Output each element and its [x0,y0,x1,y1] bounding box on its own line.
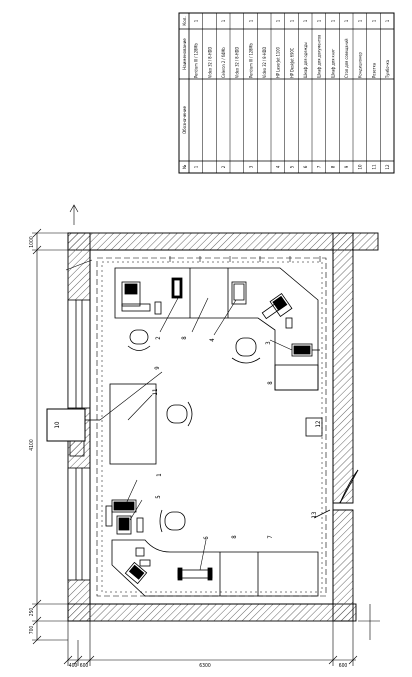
cable-route [96,257,327,597]
item-label-6: 6 [203,536,210,540]
item-label-7: 7 [267,535,274,538]
table-cell-name: Стол для совещаний [344,38,349,78]
table-cell-name: Celeron 2 / 64Mb [221,47,226,78]
item-label-1: 1 [156,473,163,476]
nightstand-12 [305,417,323,437]
table-cell-num: 1 [194,165,200,168]
table-cell-name: Шкаф для документов [317,35,322,78]
table-cell-num: 3 [248,165,254,168]
dimension-lines [32,204,380,666]
table-cell-qty: 1 [303,19,309,22]
workstation-top-left [121,277,183,351]
item-label-12: 12 [315,421,322,428]
workstation-top-right [261,293,320,357]
dim-bottom-right: 600 [339,663,348,669]
cabinet-8 [274,364,319,391]
table-cell-qty: 1 [276,19,282,22]
table-cell-num: 4 [276,165,282,168]
table-cell-name: Video 32 / 8-HDD [207,47,212,78]
table-cell-num: 12 [385,164,391,170]
table-cell-num: 9 [344,165,350,168]
table-cell-num: 2 [221,165,227,168]
table-cell-qty: 1 [344,19,350,22]
table-cell-name: Pentium III / 128Mb [194,42,199,78]
room-outline [89,249,334,605]
item-label-8-extra: 8 [231,535,238,539]
cable-route-inner [101,261,323,593]
wall-markers [169,256,321,262]
table-cell-qty: 1 [248,19,254,22]
table-cell-name: Розетка [371,63,376,78]
table-cell-num: 7 [317,165,323,168]
table-cell-qty: 1 [385,19,391,22]
table-header-designation: Обозначение [181,105,188,134]
dimension-texts: 4100 1000 250 700 6300 400 600 600 [29,236,347,669]
table-header-num: № [182,165,188,169]
table-cell-name: HP DeskJet 690С [289,47,294,78]
table-cell-qty: 1 [330,19,336,22]
item-label-2: 2 [155,336,162,339]
dim-left-bottom-b: 700 [29,626,35,635]
table-cell-name: HP LaserJet 1100 [276,47,281,78]
table-cell-qty: 1 [371,19,377,22]
item-label-4: 4 [209,338,216,342]
item-label-10: 10 [54,421,61,428]
door [333,469,359,511]
table-cell-num: 8 [330,165,336,168]
desk-bottom [111,539,319,597]
table-cell-name: Шкаф для одежды [303,42,308,78]
dim-left-total: 4100 [29,439,35,451]
table-cell-qty: 1 [289,19,295,22]
table-cell-qty: 1 [317,19,323,22]
table-cell-name: Pentium III / 128Mb [248,42,253,78]
table-cell-qty: 1 [358,19,364,22]
dim-left-top: 1000 [29,236,35,248]
dim-left-bottom-a: 250 [29,608,35,617]
table-cell-qty: 1 [221,19,227,22]
printer-4 [231,281,247,305]
item-label-8: 8 [181,336,188,340]
table-cell-num: 5 [289,165,295,168]
desk-top [114,267,319,391]
item-label-8-extra: 8 [267,381,274,385]
leader-lines [65,259,293,571]
table-cell-name: Кондиционер [358,52,363,78]
windows [67,299,91,581]
workstation-bottom-left [105,499,186,535]
workstation-bottom-corner [124,547,213,585]
item-label-9: 9 [154,366,161,370]
item-label-5: 5 [155,495,162,498]
meeting-table [109,383,193,465]
table-cell-name: Video 32 / 8-HDD [235,47,240,78]
table-cell-num: 10 [358,164,364,170]
table-cell-name: Тумбочка [385,60,390,79]
table-cell-qty: 1 [194,19,200,22]
item-label-13: 13 [311,512,318,519]
table-cell-name: Шкаф для книг [330,49,335,78]
table-header-qty: Кол. [182,16,188,25]
item-label-11: 11 [152,389,159,396]
item-label-3: 3 [265,341,272,344]
walls [67,232,379,622]
table-cell-name: Video 32 / 8-HDD [262,47,267,78]
air-conditioner [46,408,100,457]
table-cell-num: 6 [303,165,309,168]
chair-top-right [231,337,261,364]
table-header-name: Наименование [182,38,188,70]
dim-bottom-left-a: 400 [69,663,78,669]
dim-bottom-left-b: 600 [80,663,89,669]
dim-bottom-total: 6300 [199,663,211,669]
table-cell-num: 11 [371,164,377,170]
